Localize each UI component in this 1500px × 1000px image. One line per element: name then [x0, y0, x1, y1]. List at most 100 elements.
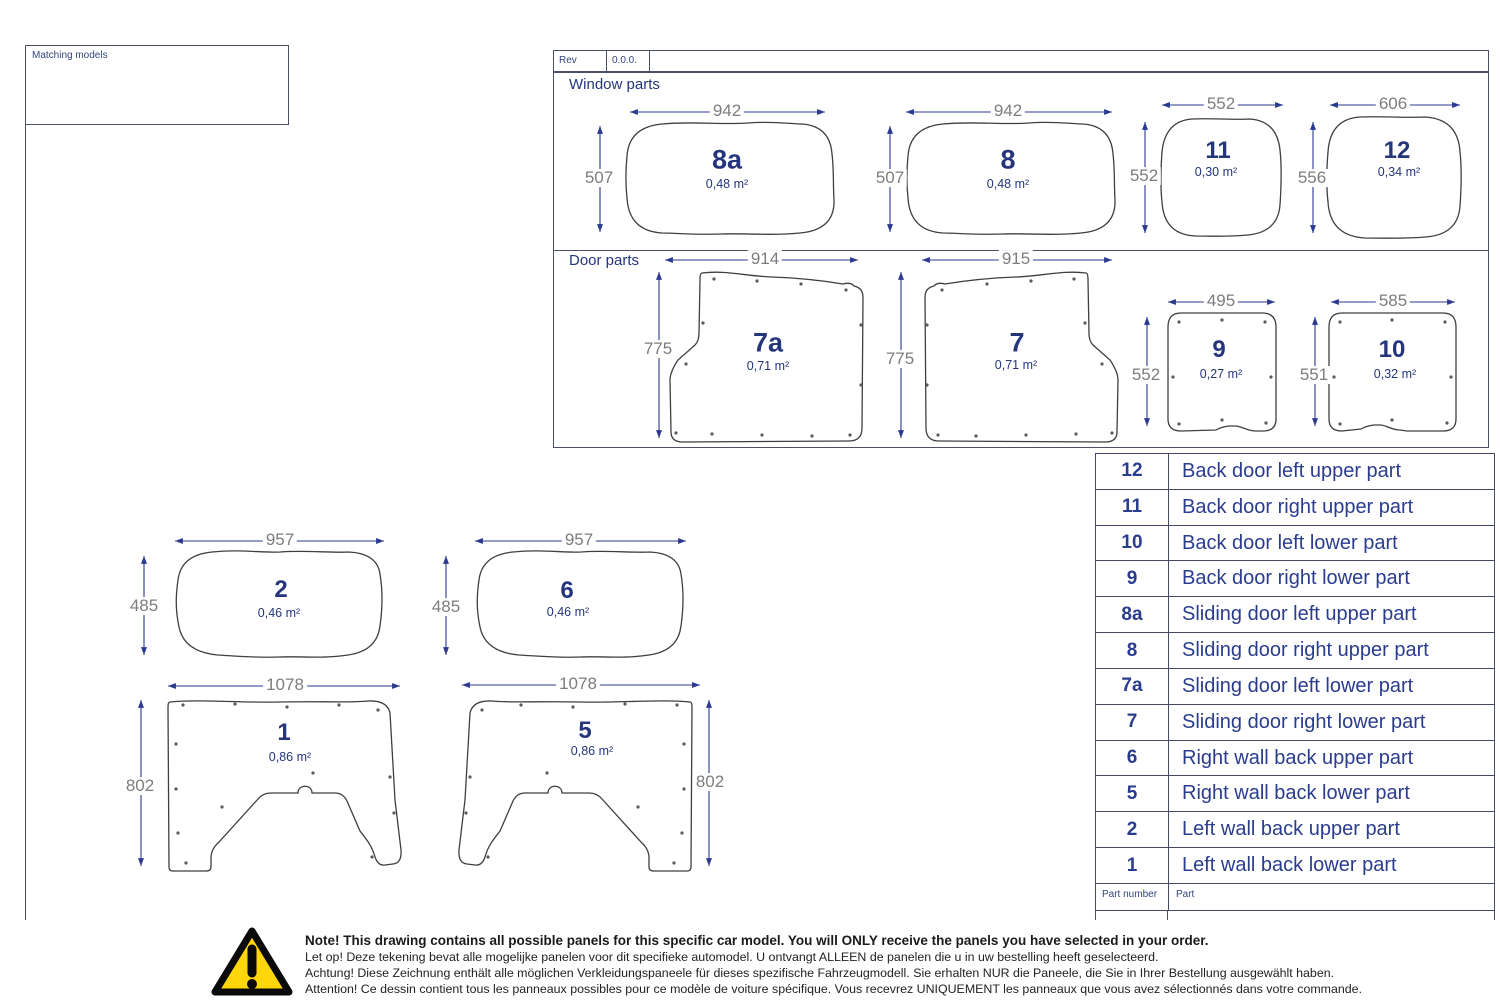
part-6-area: 0,46 m²: [546, 604, 590, 619]
table-edge-extension: [1167, 911, 1168, 920]
table-row: 10 Back door left lower part: [1096, 526, 1494, 562]
table-row: 8 Sliding door right upper part: [1096, 633, 1494, 669]
part-11-outline: [1160, 118, 1282, 237]
part-12-outline: [1326, 116, 1462, 239]
part-number-cell: 12: [1121, 460, 1143, 482]
part-name-cell: Back door left lower part: [1182, 531, 1398, 554]
part-7-area: 0,71 m²: [994, 357, 1038, 372]
dim-height-1: 802: [122, 777, 158, 795]
dim-height-10: 551: [1296, 366, 1332, 384]
table-edge-extension: [1494, 911, 1495, 920]
part-2-outline: [175, 550, 383, 658]
dim-width-11: 552: [1203, 95, 1239, 113]
part-1-outline: [167, 700, 402, 872]
part-name-cell: Sliding door right lower part: [1182, 710, 1426, 733]
part-name-cell: Sliding door right upper part: [1182, 639, 1429, 662]
part-9-area: 0,27 m²: [1199, 366, 1243, 381]
part-1-label: 1: [277, 719, 291, 746]
part-7a-outline: [669, 271, 864, 443]
dim-width-1: 1078: [263, 676, 307, 694]
notice-line-en: Note! This drawing contains all possible…: [305, 933, 1209, 948]
part-name-cell: Left wall back upper part: [1182, 818, 1400, 841]
table-row: 12 Back door left upper part: [1096, 454, 1494, 490]
matching-models-box: Matching models: [25, 45, 289, 125]
part-11-label: 11: [1205, 137, 1231, 164]
part-7-outline: [924, 271, 1119, 443]
dim-width-8a: 942: [709, 102, 745, 120]
window-parts-title: Window parts: [569, 76, 660, 93]
part-1-area: 0,86 m²: [268, 749, 312, 764]
dim-width-5: 1078: [556, 675, 600, 693]
part-6-outline: [476, 550, 684, 658]
dim-height-2: 485: [126, 597, 162, 615]
part-name-cell: Back door left upper part: [1182, 459, 1402, 482]
part-8-area: 0,48 m²: [986, 176, 1030, 191]
dim-height-11: 552: [1126, 167, 1162, 185]
table-row: 7 Sliding door right lower part: [1096, 705, 1494, 741]
notice-line-de: Achtung! Diese Zeichnung enthält alle mö…: [305, 966, 1335, 980]
part-header: Part: [1176, 889, 1195, 900]
part-name-cell: Back door right upper part: [1182, 495, 1414, 518]
dim-width-12: 606: [1375, 95, 1411, 113]
table-row: 9 Back door right lower part: [1096, 562, 1494, 598]
rev-cell-divider: [606, 51, 607, 71]
table-edge-extension: [1095, 911, 1096, 920]
door-parts-title: Door parts: [569, 252, 640, 269]
rev-cell-divider: [649, 51, 650, 71]
dim-height-6: 485: [428, 598, 464, 616]
part-number-header: Part number: [1102, 889, 1158, 900]
dim-height-8: 507: [872, 169, 908, 187]
warning-triangle-icon: [211, 927, 293, 996]
parts-table-column-divider: [1168, 454, 1169, 910]
dim-height-8a: 507: [581, 169, 617, 187]
part-2-area: 0,46 m²: [257, 605, 301, 620]
part-name-cell: Right wall back upper part: [1182, 746, 1414, 769]
part-5-label: 5: [578, 717, 592, 744]
part-5-area: 0,86 m²: [570, 743, 614, 758]
rev-value: 0.0.0.: [612, 55, 638, 66]
rev-row: Rev 0.0.0.: [553, 50, 1489, 72]
dim-height-5: 802: [692, 773, 728, 791]
part-11-area: 0,30 m²: [1194, 164, 1238, 179]
dim-width-8: 942: [990, 102, 1026, 120]
part-number-cell: 7a: [1121, 675, 1143, 697]
part-7a-label: 7a: [752, 327, 784, 358]
dim-width-7a: 914: [747, 250, 783, 268]
notice-line-nl: Let op! Deze tekening bevat alle mogelij…: [305, 950, 1159, 964]
part-number-cell: 8a: [1121, 603, 1143, 625]
part-10-area: 0,32 m²: [1373, 366, 1417, 381]
part-5-outline: [458, 700, 693, 872]
part-number-cell: 6: [1126, 747, 1138, 769]
part-2-label: 2: [274, 576, 288, 603]
part-number-cell: 2: [1126, 818, 1138, 840]
parts-panel-frame: [553, 72, 1489, 448]
notice-line-fr: Attention! Ce dessin contient tous les p…: [305, 982, 1363, 996]
part-number-cell: 10: [1121, 532, 1143, 554]
dim-width-10: 585: [1375, 292, 1411, 310]
part-number-cell: 8: [1126, 639, 1138, 661]
dim-width-6: 957: [561, 531, 597, 549]
dim-height-7: 775: [882, 350, 918, 368]
dim-width-2: 957: [262, 531, 298, 549]
part-9-label: 9: [1212, 336, 1226, 363]
part-8-label: 8: [1000, 144, 1016, 175]
part-8a-label: 8a: [711, 144, 743, 175]
dim-width-7: 915: [998, 250, 1034, 268]
part-8a-outline: [625, 121, 835, 236]
part-name-cell: Back door right lower part: [1182, 567, 1410, 590]
part-number-cell: 9: [1126, 567, 1138, 589]
part-7-label: 7: [1009, 327, 1025, 358]
part-10-label: 10: [1378, 336, 1406, 363]
parts-table-footer: Part number Part: [1096, 884, 1494, 911]
part-number-cell: 5: [1126, 782, 1138, 804]
part-9-outline: [1167, 312, 1277, 432]
part-10-outline: [1328, 312, 1457, 432]
part-number-cell: 7: [1126, 711, 1138, 733]
part-12-area: 0,34 m²: [1377, 164, 1421, 179]
